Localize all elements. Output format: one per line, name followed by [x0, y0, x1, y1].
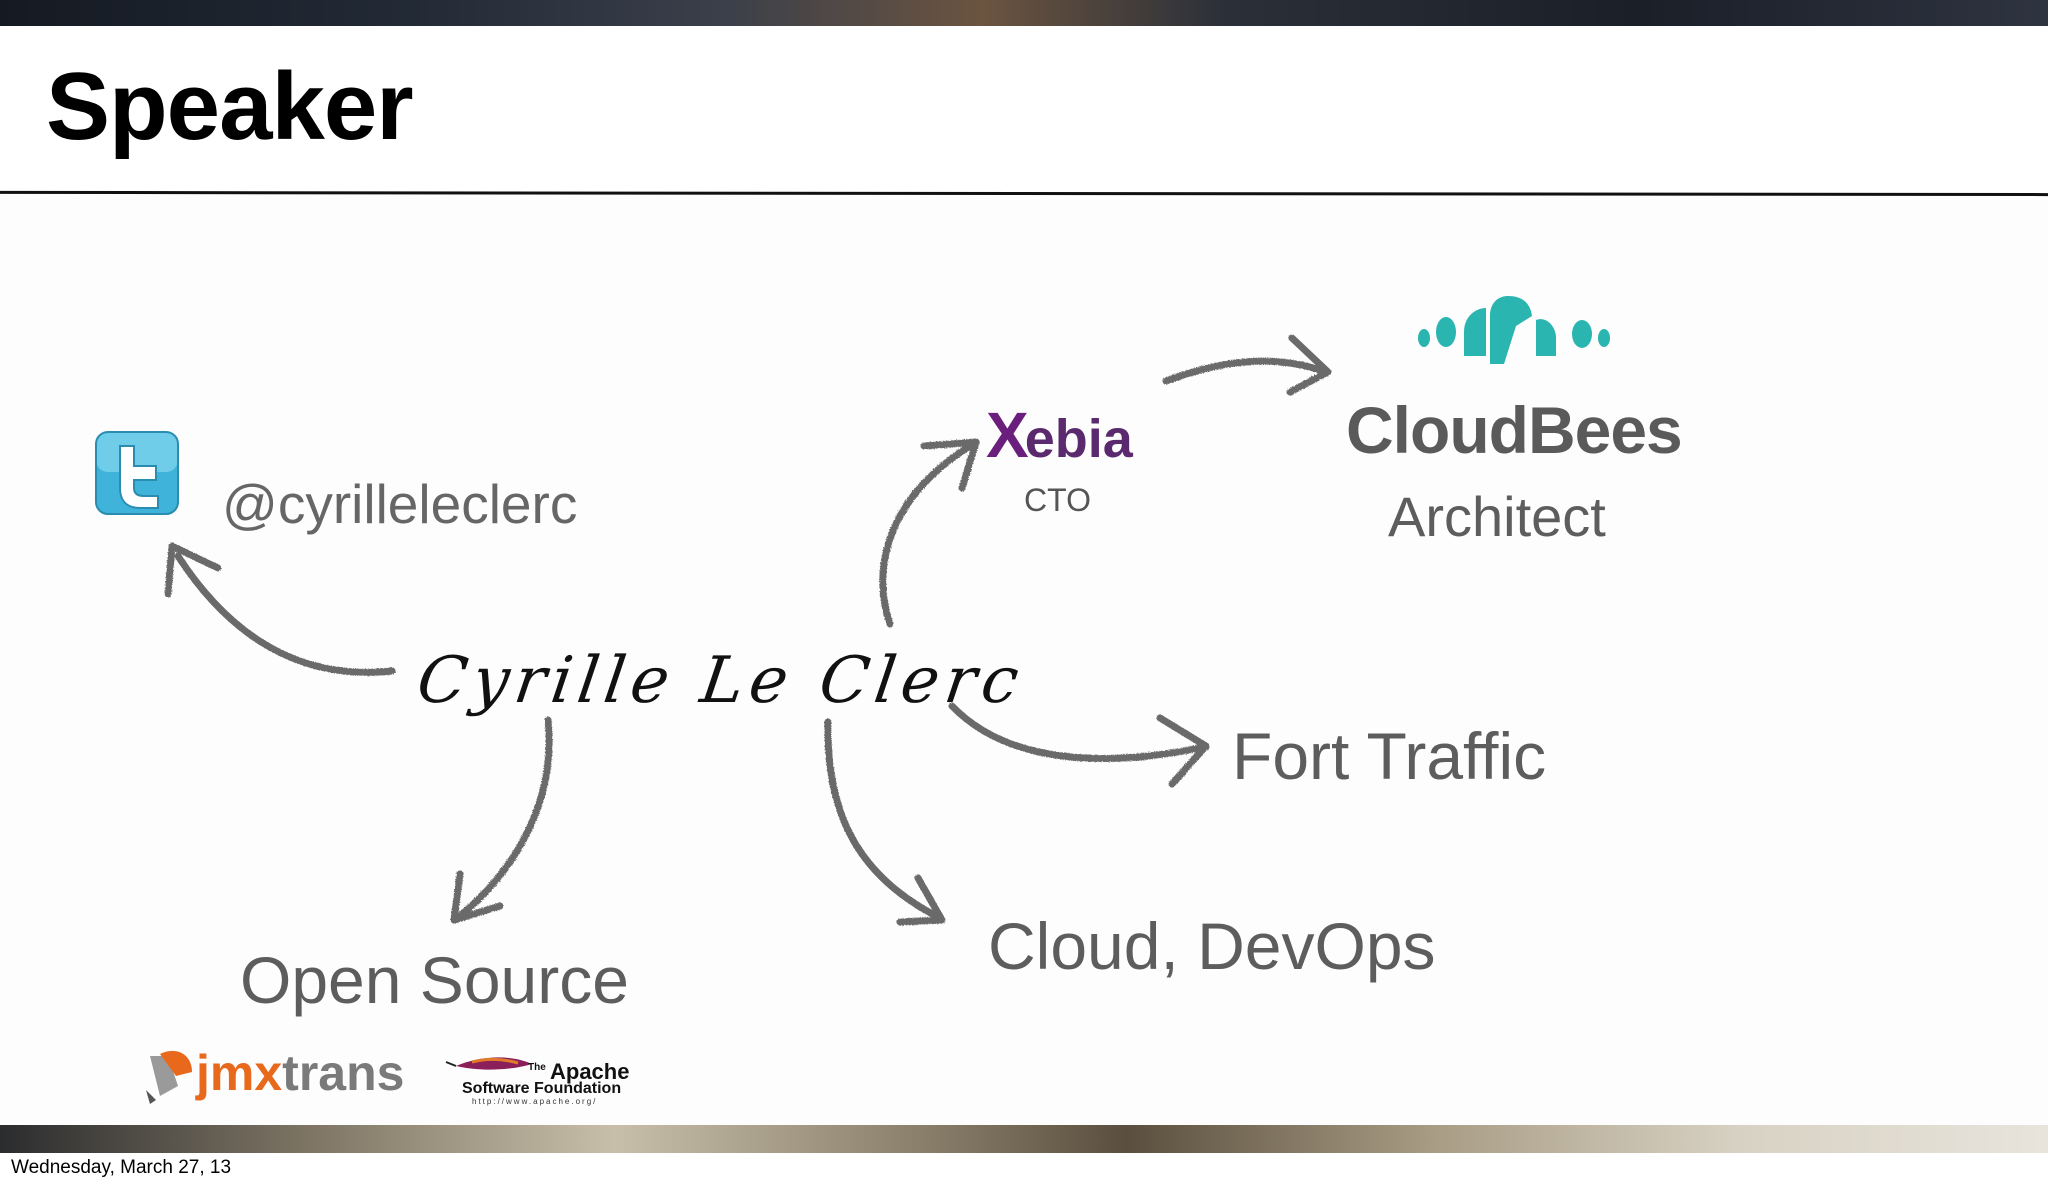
apache-logo-foundation: Software Foundation: [462, 1080, 622, 1097]
jmxtrans-logo-icon: [146, 1050, 192, 1104]
twitter-handle: @cyrilleleclerc: [222, 473, 578, 535]
jmxtrans-logo-part1: jmx: [196, 1045, 283, 1101]
apache-logo-name: Apache: [550, 1059, 630, 1084]
arrow-to-xebia: [879, 438, 980, 628]
arrow-to-open-source: [450, 716, 553, 924]
cloudbees-logo: CloudBees: [1346, 393, 1683, 467]
xebia-logo: Xebia: [986, 398, 1133, 472]
apache-logo-url: http://www.apache.org/: [472, 1097, 598, 1106]
apache-logo-the: The: [528, 1062, 546, 1073]
arrows-layer: [95, 296, 1610, 1104]
jmxtrans-logo: jmxtrans: [196, 1044, 404, 1102]
arrow-to-fort-traffic: [948, 702, 1210, 788]
title-area: Speaker: [0, 26, 2048, 194]
xebia-logo-x: X: [986, 399, 1029, 471]
space-banner-top: [0, 0, 2048, 26]
jmxtrans-logo-part2: trans: [282, 1045, 405, 1101]
fort-traffic-label: Fort Traffic: [1232, 719, 1547, 793]
footer: Wednesday, March 27, 13: [0, 1153, 2048, 1184]
slide-title: Speaker: [46, 53, 414, 160]
speaker-name: Cyrille Le Clerc: [412, 644, 1030, 718]
apache-feather-icon: [445, 1057, 532, 1070]
arrow-to-twitter: [164, 542, 396, 676]
twitter-icon: [95, 431, 179, 515]
xebia-logo-rest: ebia: [1024, 409, 1133, 469]
cloudbees-logo-icon: [1418, 296, 1610, 364]
cloudbees-role: Architect: [1388, 485, 1606, 548]
arrow-to-cloud-devops: [824, 718, 946, 926]
open-source-label: Open Source: [240, 943, 629, 1017]
xebia-role: CTO: [1024, 482, 1091, 518]
slide: Speaker: [0, 26, 2048, 1125]
space-banner-bottom: [0, 1125, 2048, 1153]
footer-date: Wednesday, March 27, 13: [11, 1157, 232, 1178]
arrow-to-cloudbees: [1162, 334, 1332, 396]
cloud-devops-label: Cloud, DevOps: [988, 909, 1436, 983]
